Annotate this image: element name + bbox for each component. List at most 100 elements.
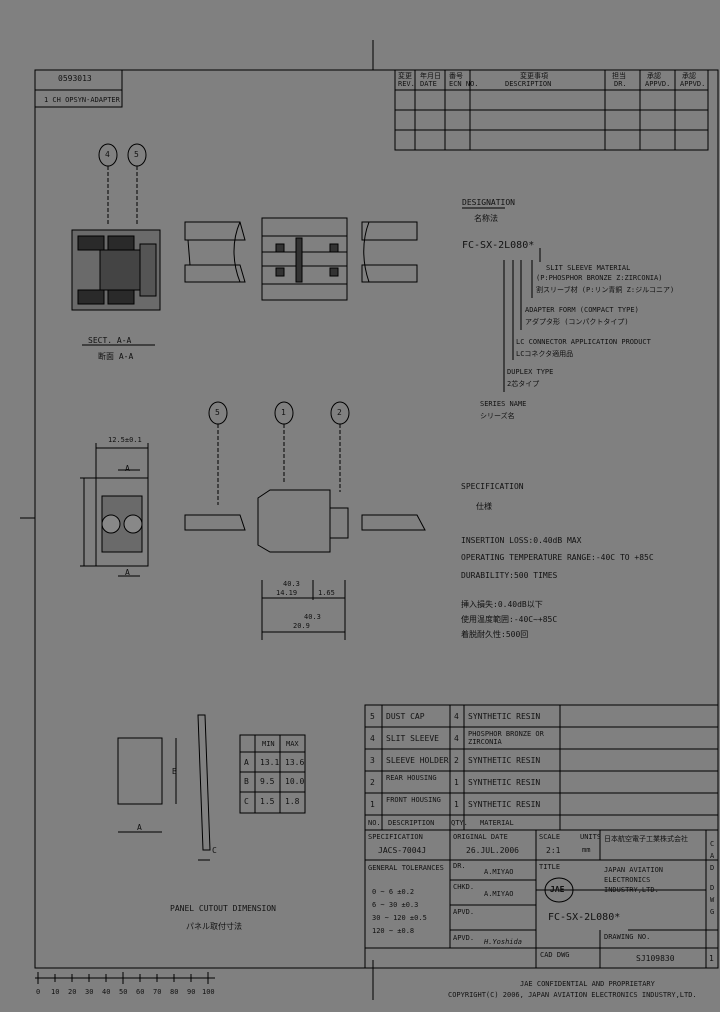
designation-note-3: 割スリーブ材 (P:リン青銅 Z:ジルコニア)	[536, 286, 675, 294]
rev-header-1-en: REV.	[398, 80, 415, 88]
tb-apvd-label: APVD.	[453, 908, 475, 916]
tb-tol-2: 6 ~ 30 ±0.3	[372, 901, 419, 909]
panel-dim-c: C	[212, 846, 217, 855]
callout-2: 2	[337, 408, 342, 417]
rev-header-5-jp: 担当	[612, 72, 626, 80]
tb-chkd-label: CHKD.	[453, 883, 475, 891]
tb-cad-label: CAD DWG	[540, 951, 570, 959]
designation-note-2: (P:PHOSPHOR BRONZE Z:ZIRCONIA)	[536, 274, 663, 282]
panel-cutout-title: PANEL CUTOUT DIMENSION	[170, 904, 276, 913]
bom-header-no: NO.	[368, 819, 381, 827]
tb-date-label: ORIGINAL DATE	[453, 833, 508, 841]
panel-row-a-label: A	[244, 758, 249, 767]
spec-line-4: 挿入損失:0.40dB以下	[461, 600, 543, 609]
bom-row-desc: SLEEVE HOLDER	[386, 756, 449, 765]
rev-header-5-en: DR.	[614, 80, 627, 88]
footer-copyright: COPYRIGHT(C) 2006, JAPAN AVIATION ELECTR…	[448, 991, 697, 999]
ruler-label: 100	[202, 988, 215, 996]
panel-row-a-max: 13.6	[285, 758, 305, 767]
callout-5-mid: 5	[215, 408, 220, 417]
ruler-label: 90	[187, 988, 196, 996]
bom-row-desc: DUST CAP	[386, 712, 425, 721]
panel-row-c-min: 1.5	[260, 797, 275, 806]
designation-note-5: LC CONNECTOR APPLICATION PRODUCT	[516, 338, 651, 346]
ruler-label: 60	[136, 988, 145, 996]
callout-4: 4	[105, 150, 110, 159]
dim-d3: 20.9	[293, 622, 310, 630]
tb-units-value: mm	[582, 846, 591, 854]
tb-drawing-no-label: DRAWING NO.	[604, 933, 651, 941]
tb-side-letter: D	[710, 884, 715, 892]
tb-tol-3: 30 ~ 120 ±0.5	[372, 914, 427, 922]
rev-header-2-jp: 年月日	[420, 72, 441, 80]
tb-apvd-value: H.Yoshida	[484, 938, 522, 946]
dim-width-top: 12.5±0.1	[108, 436, 142, 444]
spec-line-5: 使用温度範囲:-40C~+85C	[461, 615, 558, 624]
tb-title-value: FC-SX-2L080*	[548, 912, 621, 923]
panel-table-header-min: MIN	[262, 740, 275, 748]
bom-row-no: 5	[370, 712, 375, 721]
bom-row-material: PHOSPHOR BRONZE OR ZIRCONIA	[468, 730, 544, 746]
tb-dr-value: A.MIYAO	[484, 868, 514, 876]
rev-header-4-jp: 変更事項	[520, 72, 548, 80]
dim-d2: 1.65	[318, 589, 335, 597]
bom-row-material: SYNTHETIC RESIN	[468, 800, 541, 809]
bom-header-material: MATERIAL	[480, 819, 514, 827]
dim-ref-a-top: A	[125, 464, 130, 473]
bom-header-desc: DESCRIPTION	[388, 819, 435, 827]
spec-title: SPECIFICATION	[461, 482, 524, 491]
designation-note-1: SLIT SLEEVE MATERIAL	[546, 264, 631, 272]
bom-row-qty: 4	[454, 712, 459, 721]
rev-header-3-jp: 番号	[449, 72, 463, 80]
tb-dr-label: DR.	[453, 862, 466, 870]
designation-note-7: SERIES NAME	[480, 400, 527, 408]
tb-scale-value: 2:1	[546, 846, 561, 855]
tb-company-jp: 日本航空電子工業株式会社	[604, 835, 688, 843]
panel-row-b-label: B	[244, 777, 249, 786]
section-label-en: SECT. A-A	[88, 336, 132, 345]
tb-sheet: 1	[709, 954, 714, 963]
ruler-label: 80	[170, 988, 179, 996]
bom-row-no: 3	[370, 756, 375, 765]
bom-row-desc: FRONT HOUSING	[386, 796, 441, 804]
spec-line-3: DURABILITY:500 TIMES	[461, 571, 558, 580]
rev-header-3-en: ECN NO.	[449, 80, 479, 88]
tb-title-label: TITLE	[539, 863, 561, 871]
tb-company-en2: ELECTRONICS	[604, 876, 651, 884]
tb-company-en3: INDUSTRY,LTD.	[604, 886, 659, 894]
designation-note-5-jp: LCコネクタ適用品	[516, 350, 574, 358]
footer-confidential: JAE CONFIDENTIAL AND PROPRIETARY	[520, 980, 655, 988]
bom-header-qty: QTY.	[451, 819, 468, 827]
tb-side-letter: A	[710, 852, 715, 860]
section-label-jp: 断面 A-A	[98, 352, 134, 361]
tb-tol-1: 0 ~ 6 ±0.2	[372, 888, 415, 896]
spec-line-6: 着脱耐久性:500回	[461, 630, 529, 639]
bom-row-no: 2	[370, 778, 375, 787]
callout-5: 5	[134, 150, 139, 159]
panel-row-c-label: C	[244, 797, 249, 806]
ruler-label: 50	[119, 988, 128, 996]
tb-units-label: UNITS	[580, 833, 602, 841]
tb-drawing-no: SJ109830	[636, 954, 675, 963]
bom-row-desc: REAR HOUSING	[386, 774, 437, 782]
bom-row-qty: 4	[454, 734, 459, 743]
designation-title-jp: 名称法	[474, 214, 498, 223]
rev-header-6-en: APPVD.	[645, 80, 671, 88]
designation-part-number: FC-SX-2L080*	[462, 240, 535, 251]
panel-row-b-max: 10.0	[285, 777, 305, 786]
designation-note-6-jp: 2芯タイプ	[507, 380, 540, 388]
doc-number-tag: 0593013	[58, 74, 92, 83]
dim-label-d1: 40.3	[283, 580, 300, 588]
designation-note-4-jp: アダプタ形 (コンパクトタイプ)	[525, 318, 629, 326]
designation-title: DESIGNATION	[462, 198, 515, 207]
panel-row-a-min: 13.1	[260, 758, 280, 767]
ruler-label: 70	[153, 988, 162, 996]
tb-logo: JAE	[550, 885, 565, 894]
tb-chkd-value: A.MIYAO	[484, 890, 514, 898]
callout-1: 1	[281, 408, 286, 417]
designation-note-6: DUPLEX TYPE	[507, 368, 554, 376]
tb-date-value: 26.JUL.2006	[466, 846, 519, 855]
ruler-label: 20	[68, 988, 77, 996]
